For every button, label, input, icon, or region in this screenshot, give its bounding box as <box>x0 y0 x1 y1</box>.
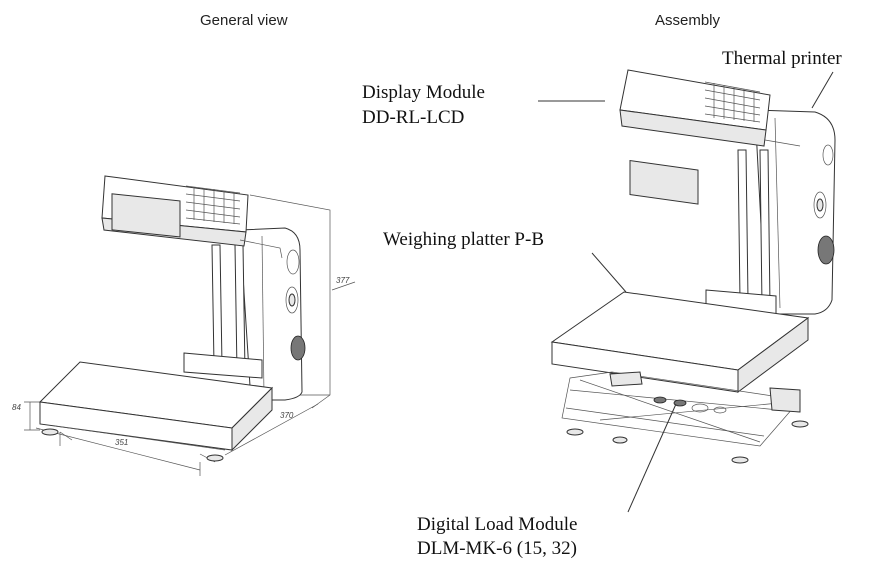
dim-depth: 370 <box>280 411 294 420</box>
dim-width: 351 <box>115 438 128 447</box>
general-view-drawing: 377 84 351 370 <box>12 175 356 476</box>
leader-thermal-printer <box>811 71 834 109</box>
label-display-module-model: DD-RL-LCD <box>362 107 464 128</box>
label-display-module: Display Module <box>362 82 485 103</box>
assembly-drawing: Display Module DD-RL-LCD Thermal printer… <box>362 48 842 559</box>
dim-platter-height: 84 <box>12 403 21 412</box>
label-load-module: Digital Load Module <box>417 514 577 535</box>
leader-weighing-platter <box>591 252 627 293</box>
label-thermal-printer: Thermal printer <box>722 48 842 69</box>
dim-height: 377 <box>336 276 350 285</box>
label-load-module-model: DLM-MK-6 (15, 32) <box>417 538 577 559</box>
label-weighing-platter: Weighing platter P-B <box>383 229 544 250</box>
leader-load-module <box>627 403 677 513</box>
heading-assembly: Assembly <box>655 12 721 29</box>
heading-general-view: General view <box>200 12 288 29</box>
